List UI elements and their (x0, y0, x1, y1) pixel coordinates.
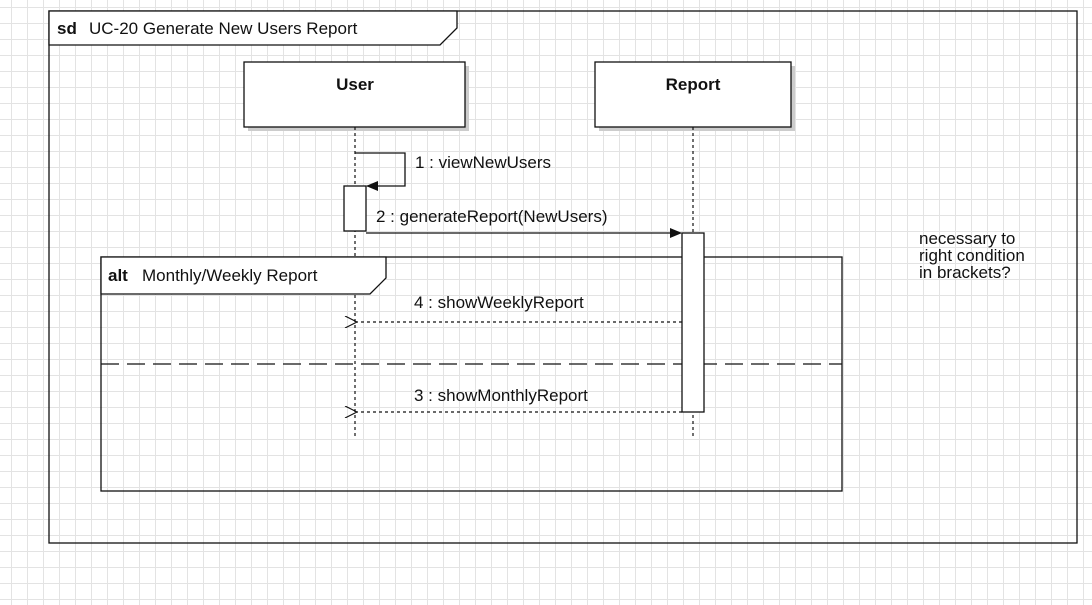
lifeline-user[interactable]: User (243, 61, 469, 437)
sd-frame-keyword: sd (57, 19, 77, 38)
message-show-monthly-report-label: 3 : showMonthlyReport (414, 386, 588, 405)
message-show-monthly-report[interactable]: 3 : showMonthlyReport (357, 386, 682, 412)
lifeline-user-head (243, 61, 466, 128)
sd-frame-tab (48, 10, 458, 46)
note-comment[interactable]: necessary to right condition in brackets… (919, 230, 1079, 281)
report-activation-bar[interactable] (681, 232, 705, 413)
message-view-new-users-label: 1 : viewNewUsers (415, 153, 551, 172)
alt-fragment[interactable]: alt Monthly/Weekly Report (100, 256, 843, 492)
alt-operator: alt (108, 266, 128, 285)
note-line: in brackets? (919, 263, 1011, 282)
sd-frame-title: UC-20 Generate New Users Report (89, 19, 358, 38)
alt-fragment-title: Monthly/Weekly Report (142, 266, 318, 285)
note-line: necessary to (919, 229, 1016, 248)
sd-frame[interactable]: sd UC-20 Generate New Users Report (48, 10, 1078, 544)
lifeline-report-label: Report (666, 75, 721, 94)
message-generate-report[interactable]: 2 : generateReport(NewUsers) (366, 207, 682, 238)
user-activation-bar[interactable] (343, 185, 367, 232)
note-line: right condition (919, 246, 1025, 265)
message-generate-report-label: 2 : generateReport(NewUsers) (376, 207, 607, 226)
message-show-weekly-report[interactable]: 4 : showWeeklyReport (357, 293, 682, 322)
alt-fragment-tab (100, 256, 387, 295)
sd-frame-border (48, 10, 1078, 544)
lifeline-report-head (594, 61, 792, 128)
lifeline-report[interactable]: Report (594, 61, 795, 437)
alt-fragment-border (100, 256, 843, 492)
lifeline-user-label: User (336, 75, 374, 94)
message-view-new-users-arrow (355, 152, 406, 191)
message-show-weekly-report-label: 4 : showWeeklyReport (414, 293, 584, 312)
message-view-new-users[interactable]: 1 : viewNewUsers (355, 152, 551, 191)
